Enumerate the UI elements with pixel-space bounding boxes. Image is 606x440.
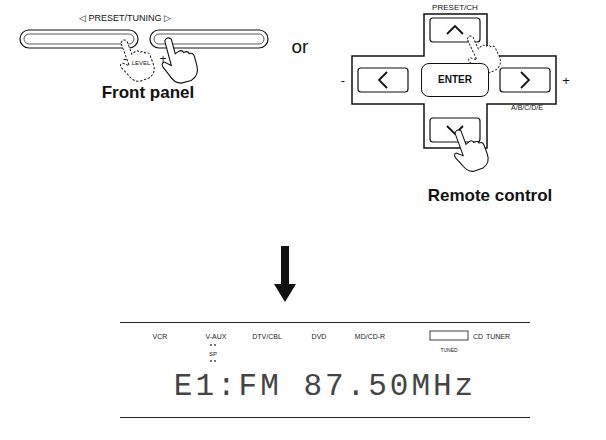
indicator-label: DTV/CBL	[252, 333, 282, 340]
display-panel: VCR V-AUX DTV/CBL DVD MD/CD-R TUNED CDTUNER SP E…	[120, 322, 530, 418]
panel-caption: Remote control	[428, 187, 553, 204]
minus-sign: -	[123, 53, 127, 65]
indicator-label: TUNED	[440, 348, 457, 353]
plus-sign: +	[562, 74, 570, 87]
remote-pad	[352, 14, 556, 148]
indicator-label: MD/CD-R	[355, 333, 385, 340]
button-label: A/B/C/D/E	[511, 104, 543, 111]
display-readout: E1:FM 87.50MHz	[174, 371, 476, 402]
enter-button: ENTER	[421, 63, 489, 97]
indicator-label: VCR	[153, 333, 168, 340]
indicator-label: DVD	[312, 333, 327, 340]
indicator-label: TUNER	[486, 333, 510, 340]
or-text: or	[292, 37, 309, 56]
hand	[156, 32, 200, 86]
button-label: PRESET/CH	[432, 4, 478, 12]
tuned-indicator	[430, 331, 468, 340]
hand-dashed	[113, 33, 158, 85]
down-arrow	[274, 246, 296, 302]
indicator-label: SP	[209, 351, 217, 357]
indicator-label: CD	[473, 333, 483, 340]
indicator-label: V-AUX	[205, 333, 226, 340]
button-label: ◁ PRESET/TUNING ▷	[79, 14, 171, 23]
panel-caption: Front panel	[102, 84, 195, 101]
minus-sign: -	[341, 74, 345, 87]
front-panel-buttons	[20, 30, 268, 48]
hand	[447, 123, 492, 175]
level-label: LEVEL	[132, 60, 151, 66]
button-text: ENTER	[438, 75, 472, 85]
plus-sign: +	[159, 53, 166, 65]
